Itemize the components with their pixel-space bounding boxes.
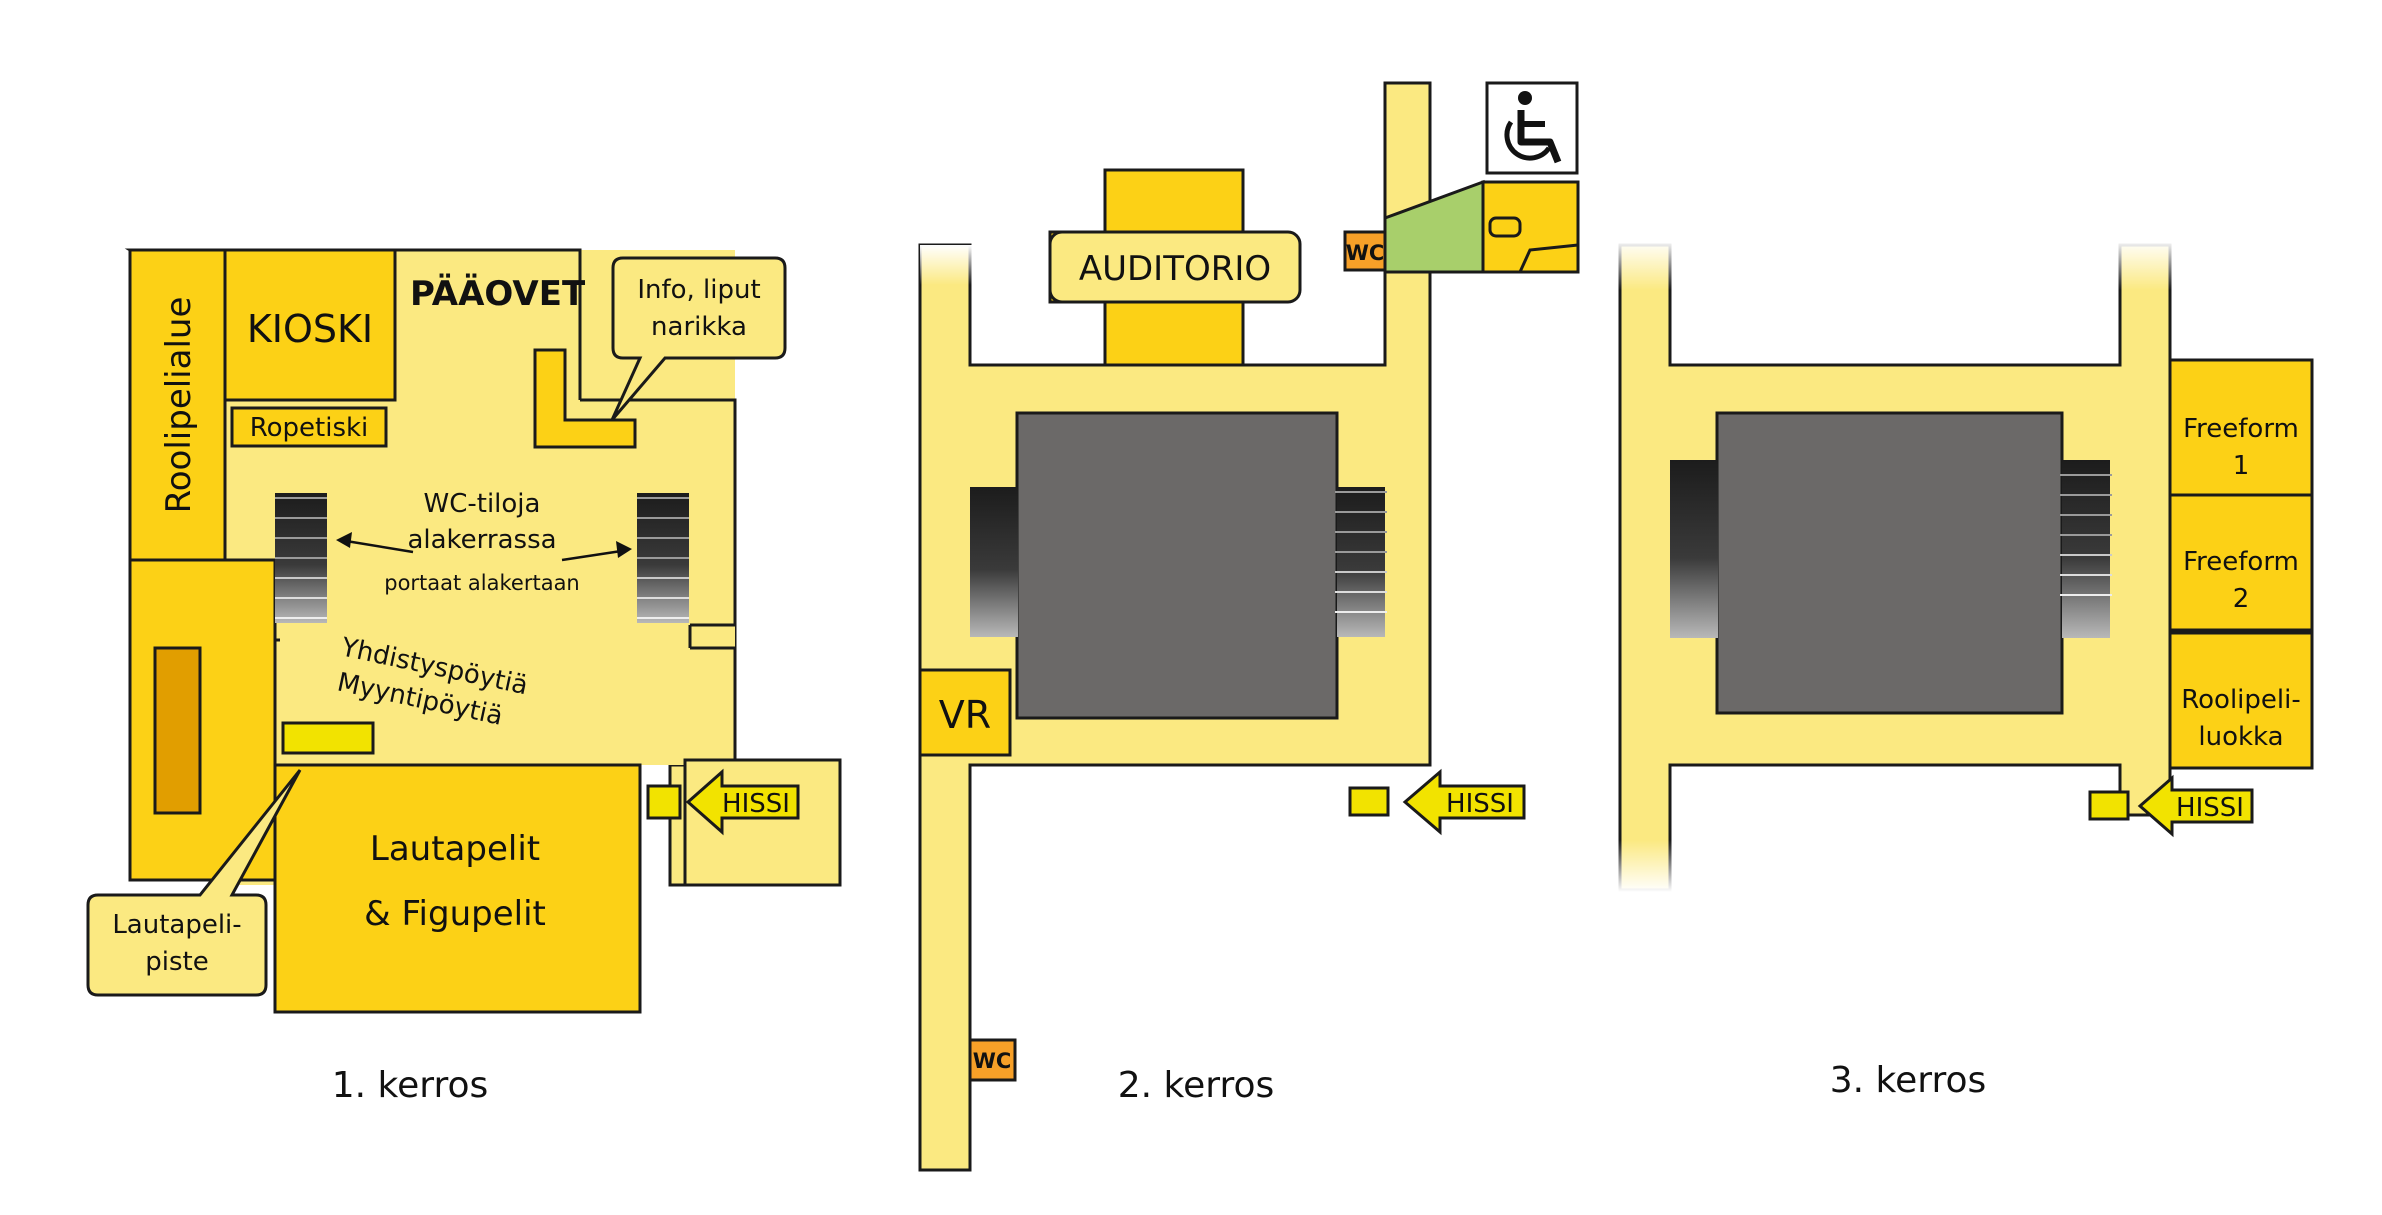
floor-2: AUDITORIO VR WC WC HISSI 2. kerros: [918, 81, 1580, 1172]
info-desk[interactable]: [533, 348, 637, 449]
room-freeform-1-line1: Freeform: [2183, 414, 2299, 444]
board-game-callout: [86, 769, 302, 997]
accessible-entrance[interactable]: [1481, 180, 1580, 274]
floor-2-stairs-left: [970, 487, 1018, 637]
floor-2-elevator-label: HISSI: [1446, 789, 1514, 819]
floor-1-elevator[interactable]: [646, 784, 682, 820]
wc-note-line2: alakerrassa: [407, 525, 556, 555]
room-lautapelit-line1: Lautapelit: [370, 829, 540, 869]
room-auditorio-label: AUDITORIO: [1079, 249, 1271, 289]
board-game-callout-line2: piste: [145, 947, 208, 977]
floor-1-elevator-label: HISSI: [722, 789, 790, 819]
arrow-left-icon: [2137, 774, 2254, 838]
auditorio-sign: [1048, 230, 1302, 304]
room-vr[interactable]: [918, 668, 1012, 757]
floor-2-label: 2. kerros: [1118, 1065, 1274, 1106]
board-game-point[interactable]: [281, 721, 375, 755]
floor-3: Freeform 1 Freeform 2 Roolipeli- luokka …: [1618, 240, 2314, 1101]
info-callout: [610, 256, 787, 421]
floor-3-stairs-right: [2062, 460, 2110, 638]
wc-note-line1: WC-tiloja: [424, 489, 541, 519]
floor-2-wc-bottom[interactable]: [968, 1038, 1017, 1082]
room-roolipeliluokka-line2: luokka: [2198, 722, 2283, 752]
arrow-left-icon: [685, 768, 800, 836]
room-lautapelit-line2: & Figupelit: [364, 894, 546, 934]
floor-3-label: 3. kerros: [1830, 1060, 1986, 1101]
room-kioski[interactable]: [223, 248, 397, 402]
floor-3-elevator[interactable]: [2088, 790, 2130, 821]
floor-3-elevator-label: HISSI: [2176, 793, 2244, 823]
floor-1-elevator-area: [683, 758, 842, 887]
room-lautapelit[interactable]: [273, 763, 642, 1014]
floor-1: Roolipelialue KIOSKI PÄÄOVET Ropetiski I…: [86, 248, 842, 1106]
room-freeform-2-line1: Freeform: [2183, 547, 2299, 577]
roolipelialue-table: [153, 646, 202, 815]
room-freeform-2[interactable]: [2168, 493, 2314, 632]
room-roolipelialue-label: Roolipelialue: [159, 297, 199, 514]
board-game-callout-line1: Lautapeli-: [112, 910, 241, 940]
wc-arrow-left: [339, 538, 414, 554]
room-roolipeliluokka-line1: Roolipeli-: [2181, 685, 2301, 715]
floor-2-wc-top-label: WC: [1346, 241, 1385, 265]
wheelchair-icon: [1485, 81, 1579, 175]
room-kioski-label: KIOSKI: [247, 307, 373, 351]
room-freeform-1[interactable]: [2168, 358, 2314, 497]
ropetiski-desk[interactable]: [230, 406, 388, 448]
floor-2-wc-bottom-label: WC: [973, 1049, 1012, 1073]
floor-2-elevator[interactable]: [1348, 786, 1390, 817]
info-callout-line2: narikka: [651, 312, 747, 342]
room-freeform-1-line2: 1: [2233, 451, 2250, 481]
floor-3-center-block: [1715, 411, 2064, 715]
main-entrance-label: PÄÄOVET: [410, 273, 586, 314]
arrow-left-icon: [1402, 768, 1526, 836]
floor-2-wc-top[interactable]: [1343, 230, 1387, 272]
ropetiski-label: Ropetiski: [250, 413, 369, 443]
wc-arrow-right: [561, 548, 629, 562]
room-roolipelialue[interactable]: [128, 248, 227, 562]
room-freeform-2-line2: 2: [2233, 584, 2250, 614]
floor-2-center-block: [1015, 411, 1339, 720]
floor-3-stairs-left: [1670, 460, 1718, 638]
info-callout-line1: Info, liput: [637, 275, 760, 305]
floor-1-label: 1. kerros: [332, 1065, 488, 1106]
stairs-note: portaat alakertaan: [384, 571, 580, 595]
floor-2-stairs-right: [1337, 487, 1385, 637]
room-vr-label: VR: [939, 693, 991, 737]
room-roolipeliluokka[interactable]: [2168, 631, 2314, 770]
